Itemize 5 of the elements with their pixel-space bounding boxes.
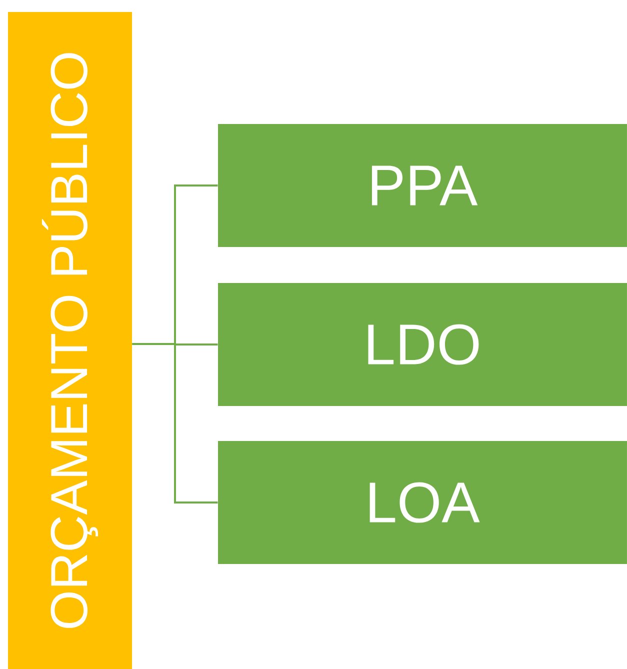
process-box: LOA xyxy=(218,441,627,564)
title-bar: ORÇAMENTO PÚBLICO xyxy=(8,12,132,669)
process-box: PPA xyxy=(218,124,627,247)
process-box: LDO xyxy=(218,283,627,406)
connector-line xyxy=(132,343,218,504)
